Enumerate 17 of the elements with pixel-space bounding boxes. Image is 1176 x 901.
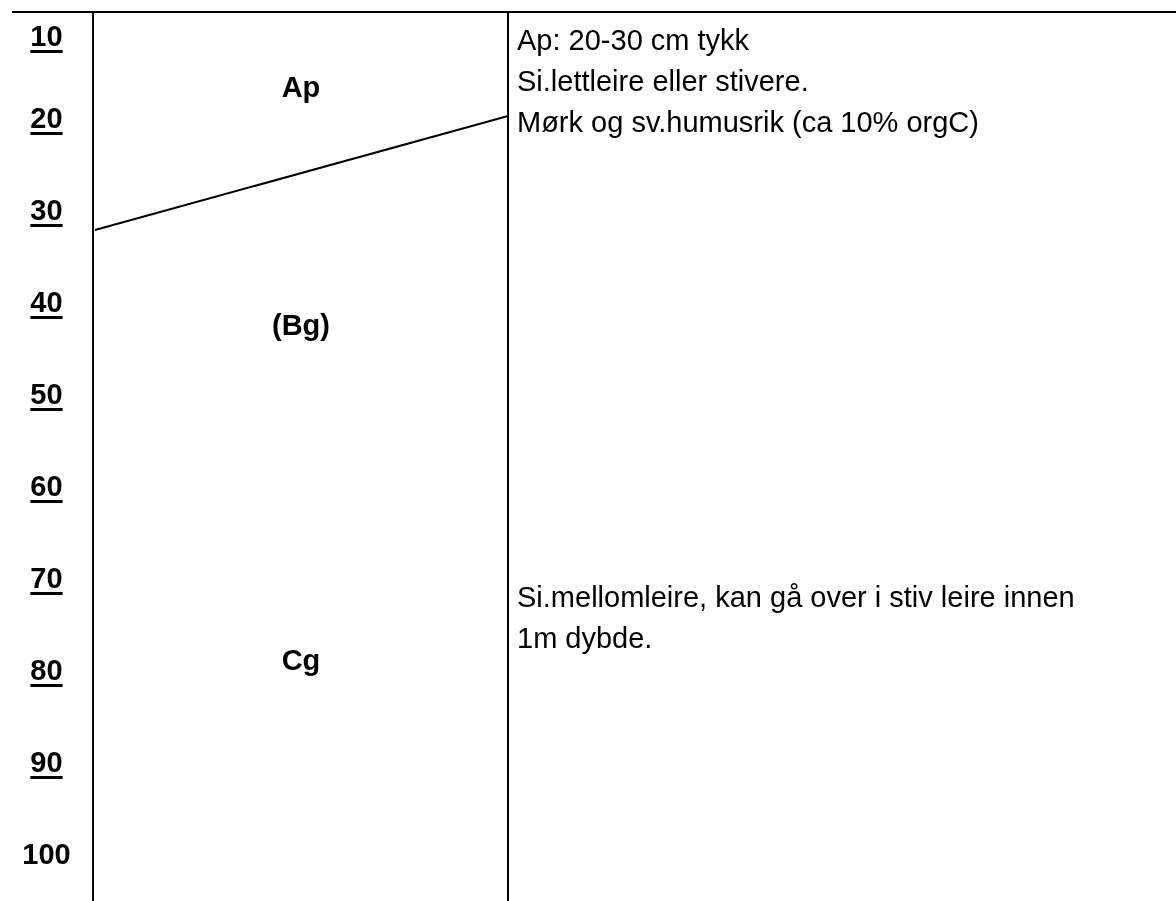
depth-label: 100 (21, 838, 72, 870)
horizon-description: Si.lettleire eller stivere. (517, 64, 810, 99)
horizon-label: Ap (280, 70, 322, 104)
depth-label: 90 (29, 746, 64, 778)
horizon-description: Ap: 20-30 cm tykk (517, 23, 751, 58)
depth-label: 30 (29, 194, 64, 226)
depth-label: 40 (29, 286, 64, 318)
depth-label: 10 (29, 20, 64, 52)
horizon-label: Cg (280, 643, 322, 677)
depth-label: 50 (29, 378, 64, 410)
depth-label: 80 (29, 654, 64, 686)
depth-label: 70 (29, 562, 64, 594)
horizon-description: Mørk og sv.humusrik (ca 10% orgC) (517, 105, 980, 140)
depth-label: 60 (29, 470, 64, 502)
depth-label: 20 (29, 102, 64, 134)
horizon-label: (Bg) (271, 308, 331, 342)
horizon-description: Si.mellomleire, kan gå over i stiv leire innen 1m dybde. (517, 580, 1076, 656)
